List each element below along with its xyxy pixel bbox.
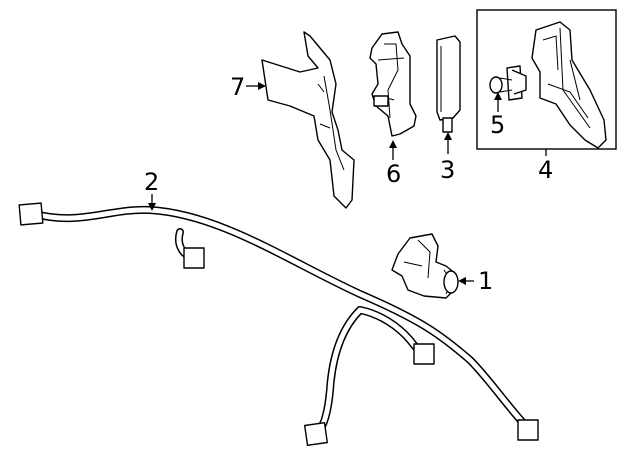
callout-2: 2 xyxy=(144,168,159,211)
callout-label-7: 7 xyxy=(230,73,245,101)
connector-left xyxy=(18,202,44,226)
module-part-3[interactable] xyxy=(436,35,461,133)
shield-part-7[interactable] xyxy=(261,31,355,209)
callout-7: 7 xyxy=(230,73,266,101)
mount-part-6[interactable] xyxy=(369,31,417,137)
callout-label-6: 6 xyxy=(386,160,401,188)
harness-wire xyxy=(31,205,532,436)
clip-part-5[interactable] xyxy=(489,65,527,101)
connector-middle xyxy=(413,343,435,365)
callout-label-1: 1 xyxy=(478,267,493,295)
sensor-part-1[interactable] xyxy=(391,233,459,299)
callout-label-4: 4 xyxy=(538,156,553,184)
callout-label-2: 2 xyxy=(144,168,159,196)
callout-1: 1 xyxy=(458,267,493,295)
harness-part-2[interactable] xyxy=(18,202,539,446)
callout-label-3: 3 xyxy=(440,156,455,184)
bracket-part-4[interactable] xyxy=(531,21,607,149)
connector-right xyxy=(517,419,539,441)
callout-6: 6 xyxy=(386,140,401,188)
connector-upper xyxy=(183,247,205,269)
callout-4: 4 xyxy=(538,149,553,184)
callout-5: 5 xyxy=(490,92,505,139)
callout-label-5: 5 xyxy=(490,111,505,139)
connector-bottom xyxy=(304,422,328,446)
callout-3: 3 xyxy=(440,132,455,184)
